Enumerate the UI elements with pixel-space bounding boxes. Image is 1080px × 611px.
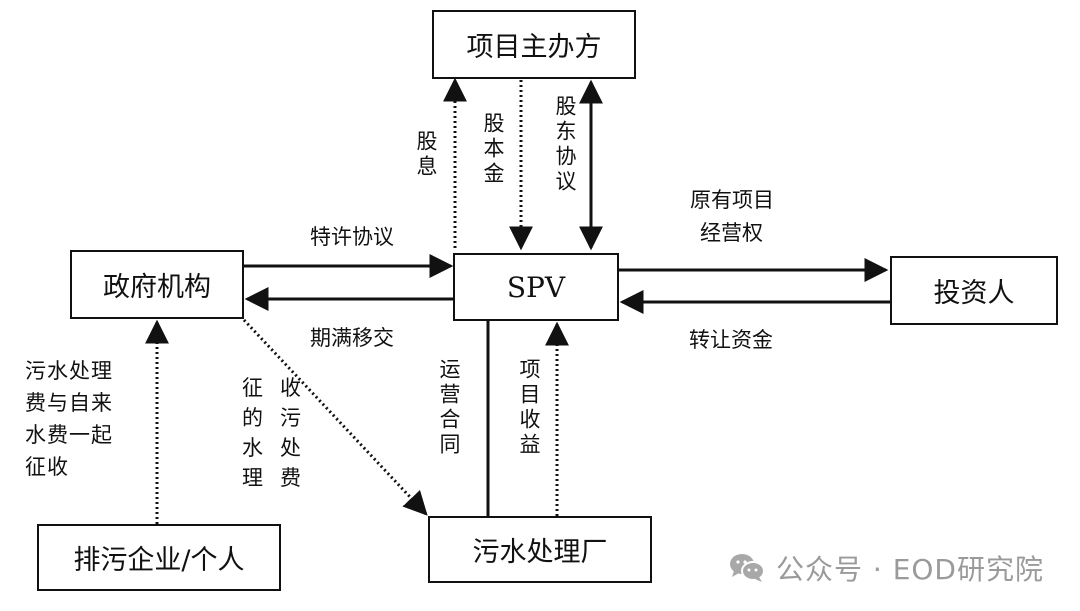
government-node: 政府机构 bbox=[70, 250, 244, 319]
plant-label: 污水处理厂 bbox=[472, 537, 608, 568]
collected-fee-char: 污 bbox=[280, 406, 301, 430]
spv-label: SPV bbox=[506, 270, 566, 304]
collected-fee-char: 的 bbox=[242, 406, 263, 430]
collected-fee-char: 收 bbox=[280, 376, 301, 400]
emitters-node: 排污企业/个人 bbox=[37, 524, 281, 591]
operation-contract-label: 运营合同 bbox=[437, 358, 461, 458]
expiry-transfer-label: 期满移交 bbox=[310, 326, 394, 350]
investor-label: 投资人 bbox=[933, 278, 1015, 309]
fee-collection-label: 污水处理 费与自来 水费一起 征收 bbox=[25, 359, 113, 479]
project-revenue-label: 项目收益 bbox=[517, 358, 541, 458]
emitters-label: 排污企业/个人 bbox=[73, 545, 245, 576]
wechat-icon bbox=[730, 554, 765, 582]
concession-agreement-label: 特许协议 bbox=[310, 225, 394, 249]
collected-fee-char: 费 bbox=[280, 466, 301, 490]
collected-fee-char: 处 bbox=[280, 436, 301, 460]
collected-fee-char: 理 bbox=[242, 466, 263, 490]
collected-fee-label: 征 收 的 污 水 处 理 费 bbox=[242, 373, 310, 493]
collected-fee-arrow bbox=[242, 318, 428, 516]
sponsor-label: 项目主办方 bbox=[466, 32, 602, 63]
collected-fee-char: 水 bbox=[242, 436, 263, 460]
sponsor-node: 项目主办方 bbox=[432, 10, 636, 79]
equity-capital-label: 股本金 bbox=[481, 112, 505, 187]
collected-fee-char: 征 bbox=[242, 376, 263, 400]
transfer-funds-label: 转让资金 bbox=[689, 328, 773, 352]
operating-rights-label-1: 原有项目 bbox=[690, 188, 774, 212]
dividend-label: 股息 bbox=[414, 130, 438, 180]
operating-rights-label-2: 经营权 bbox=[700, 221, 763, 245]
shareholder-agreement-label: 股东协议 bbox=[553, 95, 577, 195]
plant-node: 污水处理厂 bbox=[428, 516, 652, 583]
watermark: 公众号 · EOD研究院 bbox=[728, 548, 1044, 588]
investor-node: 投资人 bbox=[890, 256, 1058, 325]
watermark-text: 公众号 · EOD研究院 bbox=[776, 553, 1044, 586]
government-label: 政府机构 bbox=[103, 272, 211, 303]
spv-node: SPV bbox=[453, 253, 619, 321]
